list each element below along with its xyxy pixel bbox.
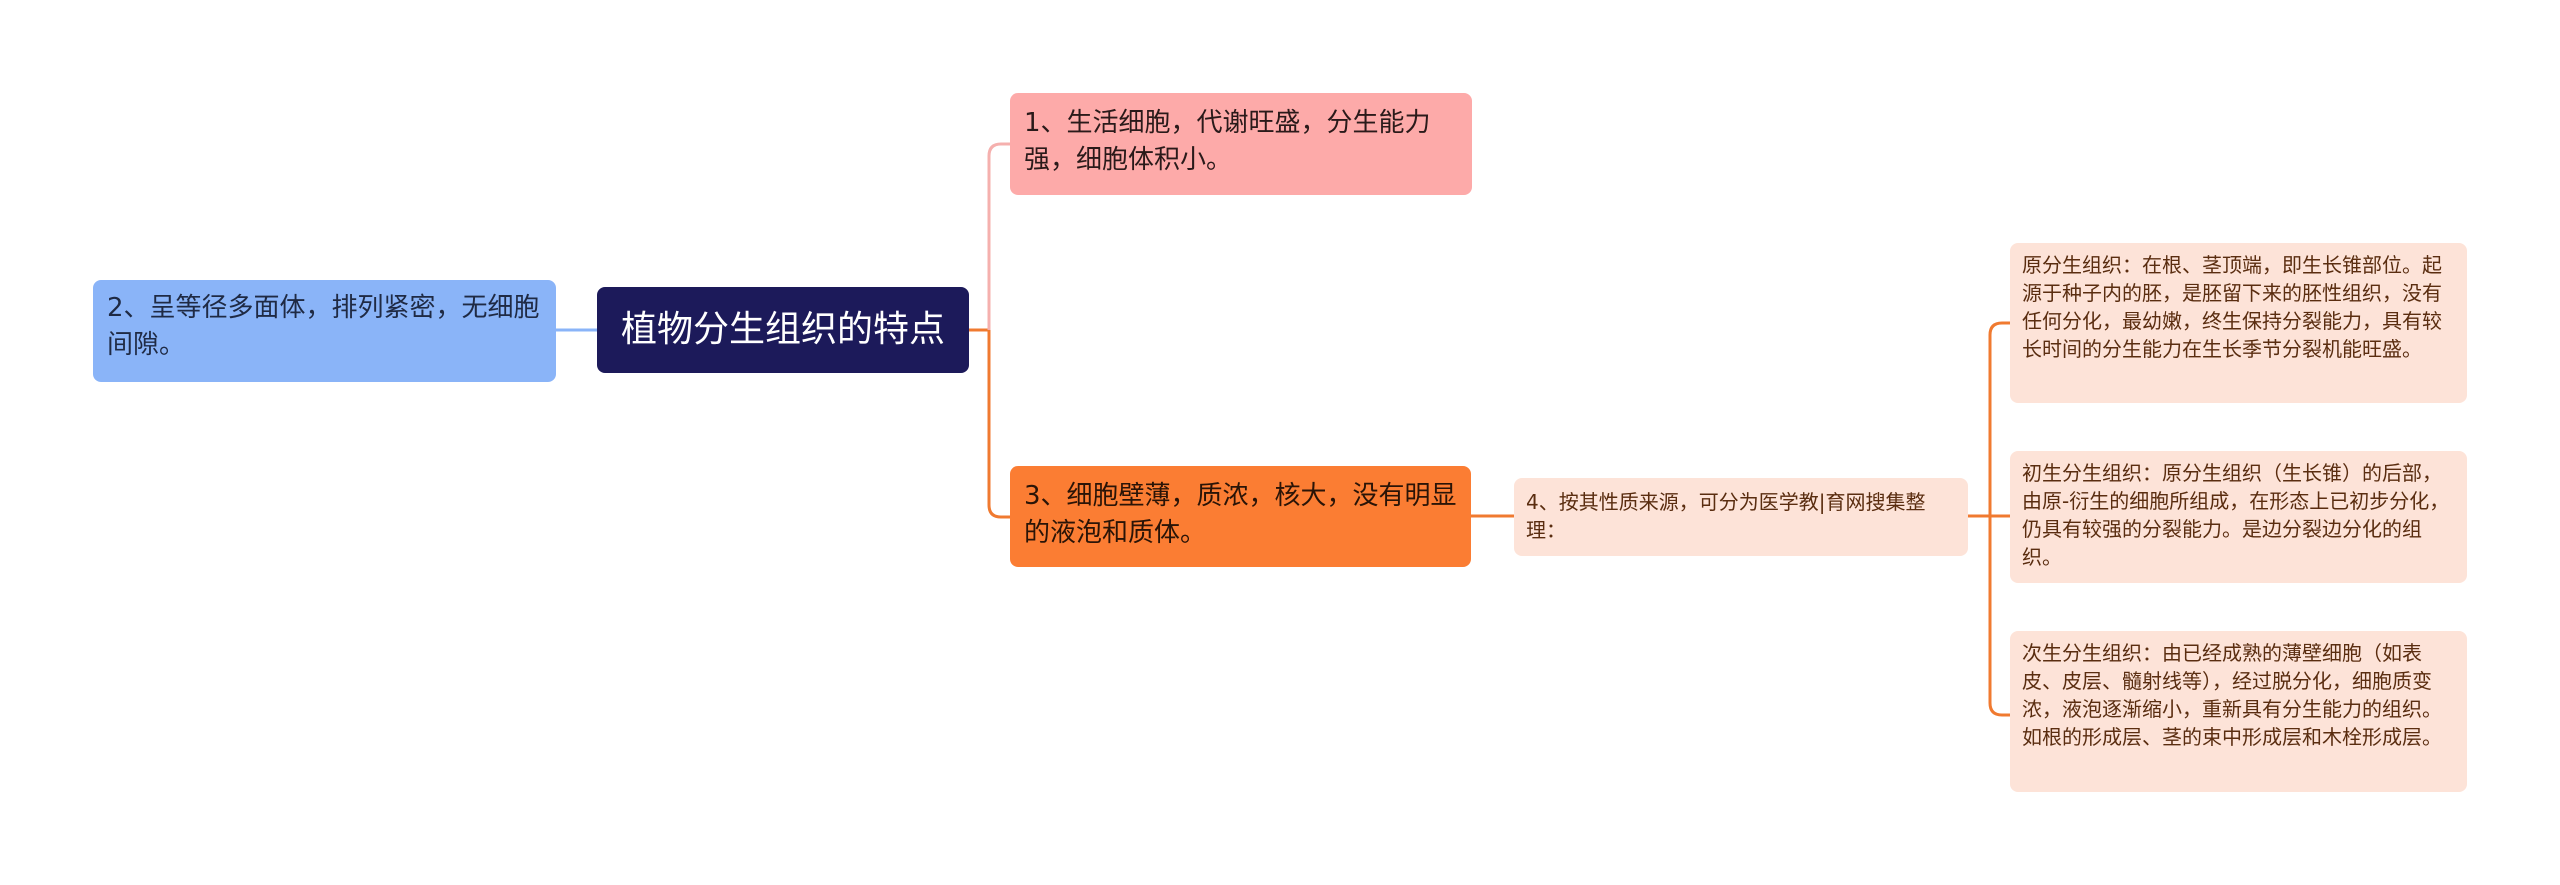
node-label: 初生分生组织：原分生组织（生长锥）的后部，由原-衍生的细胞所组成，在形态上已初步… bbox=[2022, 461, 2450, 569]
node-label: 原分生组织：在根、茎顶端，即生长锥部位。起源于种子内的胚，是胚留下来的胚性组织，… bbox=[2022, 253, 2442, 361]
root-label: 植物分生组织的特点 bbox=[620, 309, 945, 350]
node-label: 1、生活细胞，代谢旺盛，分生能力强，细胞体积小。 bbox=[1024, 108, 1431, 175]
node-label: 次生分生组织：由已经成熟的薄壁细胞（如表皮、皮层、髓射线等），经过脱分化，细胞质… bbox=[2022, 641, 2442, 749]
node-equal-diameter-polyhedron[interactable]: 2、呈等径多面体，排列紧密，无细胞间隙。 bbox=[93, 280, 556, 382]
node-primary-meristem[interactable]: 初生分生组织：原分生组织（生长锥）的后部，由原-衍生的细胞所组成，在形态上已初步… bbox=[2010, 451, 2467, 583]
node-label: 4、按其性质来源，可分为医学教|育网搜集整理： bbox=[1526, 490, 1926, 542]
node-promeristem[interactable]: 原分生组织：在根、茎顶端，即生长锥部位。起源于种子内的胚，是胚留下来的胚性组织，… bbox=[2010, 243, 2467, 403]
node-classification-by-origin[interactable]: 4、按其性质来源，可分为医学教|育网搜集整理： bbox=[1514, 478, 1968, 556]
node-label: 3、细胞壁薄，质浓，核大，没有明显的液泡和质体。 bbox=[1024, 481, 1457, 548]
node-label: 2、呈等径多面体，排列紧密，无细胞间隙。 bbox=[107, 293, 540, 360]
node-living-cells[interactable]: 1、生活细胞，代谢旺盛，分生能力强，细胞体积小。 bbox=[1010, 93, 1472, 195]
root-node[interactable]: 植物分生组织的特点 bbox=[597, 287, 969, 373]
node-thin-cell-wall[interactable]: 3、细胞壁薄，质浓，核大，没有明显的液泡和质体。 bbox=[1010, 466, 1471, 567]
node-secondary-meristem[interactable]: 次生分生组织：由已经成熟的薄壁细胞（如表皮、皮层、髓射线等），经过脱分化，细胞质… bbox=[2010, 631, 2467, 792]
